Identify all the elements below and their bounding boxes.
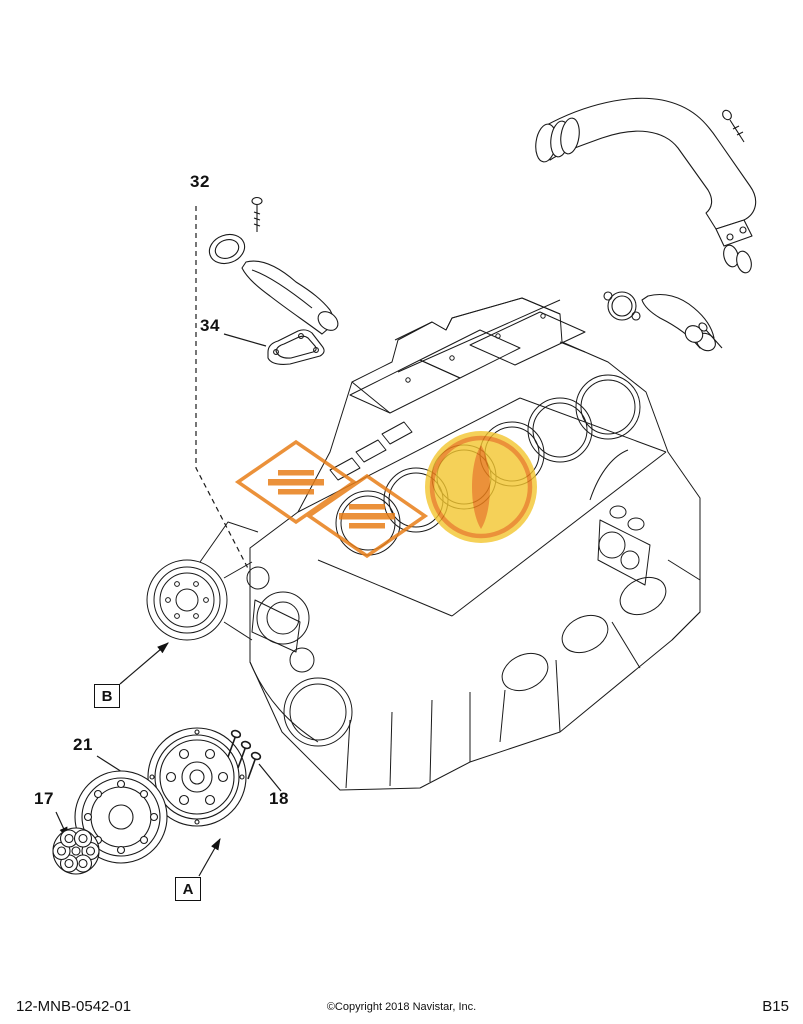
engine-front-pulley — [146, 521, 259, 641]
document-number: 12-MNB-0542-01 — [16, 998, 132, 1015]
view-label-b: B — [94, 684, 120, 708]
gear-cluster-drawing — [52, 827, 100, 875]
view-label-a: A — [175, 877, 201, 901]
fuel-pump-drawing — [589, 449, 651, 586]
pulley-drawing — [147, 727, 247, 827]
callout-34: 34 — [200, 316, 220, 335]
screw-icon — [722, 109, 745, 143]
diamond-logo-icon — [234, 439, 358, 525]
damper-drawing — [74, 770, 168, 864]
navistar-watermark-logo — [234, 431, 537, 559]
page-code: B15 — [762, 998, 789, 1015]
copyright-notice: ©Copyright 2018 Navistar, Inc. — [326, 1001, 477, 1013]
engine-block-drawing — [146, 297, 701, 791]
exhaust-tube-drawing — [535, 97, 757, 352]
screw-icon — [698, 322, 723, 349]
callout-17: 17 — [34, 789, 54, 808]
part-34-gasket-drawing — [267, 329, 325, 365]
bolts-drawing — [227, 729, 262, 780]
screw-icon — [251, 196, 263, 232]
damper-pulley-group — [52, 727, 262, 875]
round-emblem-icon — [425, 431, 537, 543]
diamond-logo-icon — [305, 473, 429, 559]
part-32-drawing — [208, 196, 339, 335]
callout-32: 32 — [190, 172, 210, 191]
callout-18: 18 — [269, 789, 289, 808]
callout-21: 21 — [73, 735, 93, 754]
